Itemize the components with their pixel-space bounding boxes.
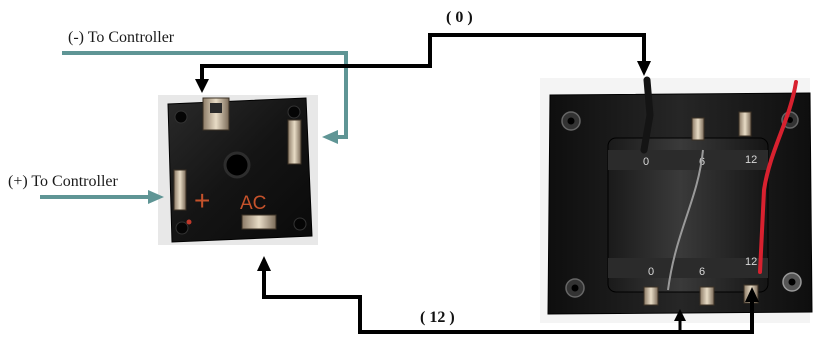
wire-tap-twelve [262, 270, 754, 334]
arrowhead-tap-zero [637, 61, 651, 76]
polarity-dot [186, 219, 192, 225]
pos-controller-arrowhead [148, 190, 164, 204]
bolt-hole [787, 117, 793, 123]
internal-lead-wire [667, 149, 704, 291]
terminal-slot [210, 103, 222, 113]
corner-hole [174, 110, 188, 124]
transformer-lug-top-12 [738, 111, 752, 137]
coil-label-band-top [608, 150, 768, 170]
label-tap-zero: ( 0 ) [446, 9, 473, 26]
coil-label-band-bottom [608, 258, 768, 278]
label-pos-controller: (+) To Controller [8, 173, 118, 190]
arrowhead-tap-twelve [745, 287, 759, 302]
coil-tap-bottom-0: 0 [648, 266, 654, 278]
rectifier-terminal-right [287, 119, 302, 165]
label-neg-controller: (-) To Controller [68, 29, 175, 46]
corner-hole [293, 217, 307, 231]
bolt-hole [788, 278, 796, 286]
neg-controller-arrowhead [322, 130, 338, 144]
rectifier-terminal-left [173, 169, 187, 211]
arrowhead-rectifier-bottom [257, 256, 271, 271]
coil-tap-bottom-12: 12 [745, 256, 757, 268]
rectifier-terminal-bottom [241, 214, 277, 230]
coil-tap-top-12: 12 [745, 154, 757, 166]
corner-hole [287, 105, 301, 119]
bolt-hole [571, 284, 579, 292]
arrowhead-tap-six [674, 309, 686, 321]
rectifier-terminal-top [202, 97, 230, 131]
wire-tap-zero [200, 33, 646, 80]
coil-tap-bottom-6: 6 [699, 266, 705, 278]
bridge-rectifier: + AC [158, 95, 318, 245]
transformer: 0 6 12 0 6 12 [540, 76, 813, 323]
center-mounting-hole [223, 151, 251, 179]
corner-hole [175, 221, 189, 235]
arrowhead-rectifier-top [195, 79, 209, 93]
transformer-lug-top-6 [691, 117, 705, 141]
ac-mark: AC [240, 193, 266, 214]
label-tap-twelve: ( 12 ) [420, 309, 455, 326]
lead-wire-zero [640, 76, 654, 154]
coil-tap-top-0: 0 [643, 156, 649, 168]
neg-controller-wire [62, 51, 348, 139]
transformer-lug-bottom-6 [699, 286, 715, 306]
connection-wires [40, 33, 759, 334]
red-lead-wire [758, 80, 798, 274]
plus-mark: + [194, 185, 210, 216]
bolt-hole [567, 117, 575, 125]
transformer-lug-bottom-0 [643, 286, 659, 306]
